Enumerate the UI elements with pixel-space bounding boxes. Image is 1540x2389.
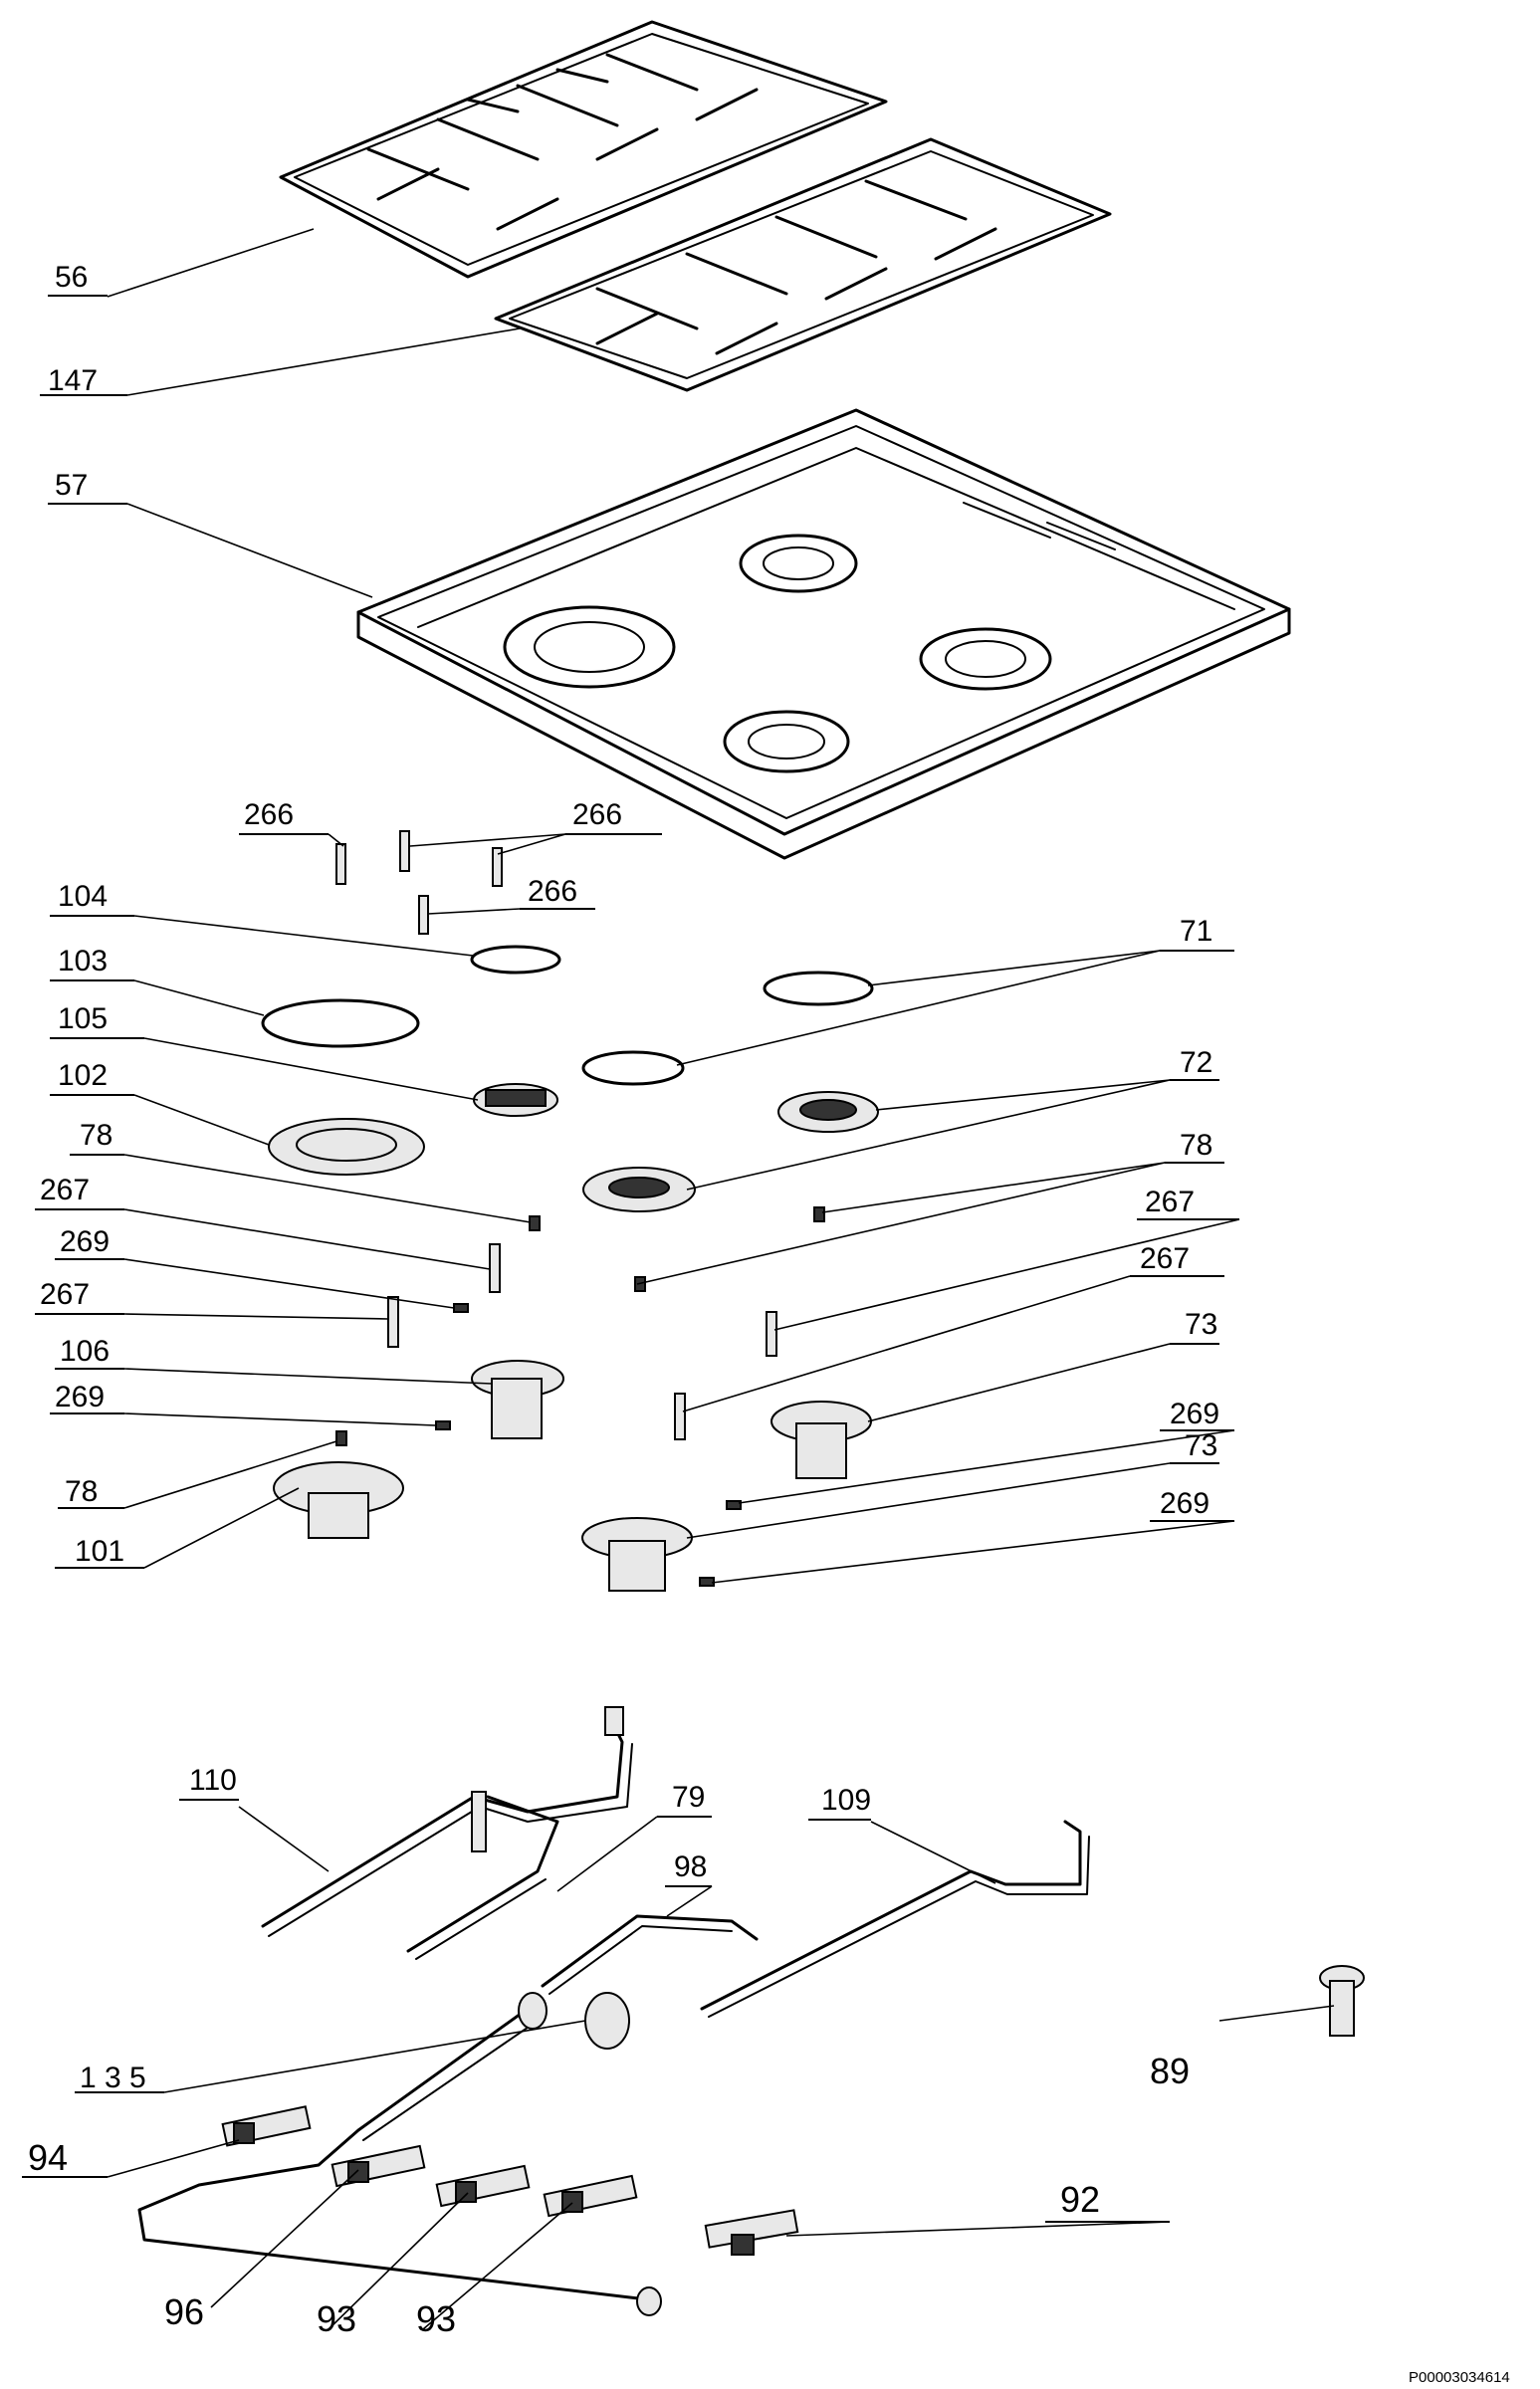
pan-support-left <box>279 20 888 279</box>
label-105: 105 <box>58 1002 108 1035</box>
gas-pipe-79 <box>406 1795 559 1960</box>
spring-269-a <box>453 1303 469 1313</box>
label-267-a: 267 <box>40 1174 90 1206</box>
label-71: 71 <box>1180 915 1212 948</box>
pan-support-right <box>494 137 1112 392</box>
bolt-266-d <box>418 895 429 935</box>
label-73-a: 73 <box>1185 1308 1217 1341</box>
document-code: P00003034614 <box>1409 2369 1510 2386</box>
burner-cap-104 <box>470 945 561 975</box>
label-266-a: 266 <box>244 798 294 831</box>
label-89: 89 <box>1150 2051 1190 2091</box>
burner-body-101 <box>273 1461 404 1539</box>
burner-cap-71a <box>763 971 874 1006</box>
leader-lines <box>107 228 1335 2330</box>
label-104: 104 <box>58 880 108 913</box>
burner-cap-71b <box>581 1050 685 1086</box>
part-labels: 56 147 57 266 266 266 104 103 105 102 78… <box>22 261 1510 2386</box>
gas-valve-93a <box>435 2164 531 2208</box>
elbow-connector-135 <box>584 1992 630 2050</box>
label-73-b: 73 <box>1185 1429 1217 1462</box>
label-266-b: 266 <box>572 798 622 831</box>
spring-269-d <box>699 1577 715 1587</box>
gas-pipe-98 <box>541 1914 759 1995</box>
burner-cap-103 <box>261 998 420 1048</box>
label-72: 72 <box>1180 1046 1212 1079</box>
label-269-c: 269 <box>1170 1398 1219 1430</box>
thermocouple-267-d <box>674 1393 686 1440</box>
label-267-b: 267 <box>40 1278 90 1311</box>
label-79: 79 <box>672 1781 705 1814</box>
label-98: 98 <box>674 1850 707 1883</box>
label-135: 1 3 5 <box>80 2062 146 2094</box>
manifold-pipe <box>137 1992 662 2316</box>
burner-head-72a <box>777 1091 879 1133</box>
label-94: 94 <box>28 2137 68 2178</box>
label-269-d: 269 <box>1160 1487 1210 1520</box>
label-266-c: 266 <box>528 875 577 908</box>
electrode-78-c <box>813 1206 825 1222</box>
burner-body-106 <box>471 1360 564 1439</box>
label-103: 103 <box>58 945 108 977</box>
gas-valve-96 <box>330 2144 426 2188</box>
electrode-78-a <box>529 1215 541 1231</box>
gas-valve-93b <box>543 2174 638 2218</box>
burner-head-72b <box>582 1167 696 1212</box>
label-96: 96 <box>164 2291 204 2332</box>
label-101: 101 <box>75 1535 124 1568</box>
label-78-b: 78 <box>65 1475 98 1508</box>
bolt-266-c <box>492 847 503 887</box>
cooktop-top-plate <box>356 408 1291 860</box>
burner-head-105 <box>473 1083 558 1117</box>
spring-269-c <box>726 1500 742 1510</box>
label-147: 147 <box>48 364 98 397</box>
label-267-c: 267 <box>1145 1186 1195 1218</box>
label-102: 102 <box>58 1059 108 1092</box>
burner-head-102 <box>268 1118 425 1176</box>
bolt-266-a <box>335 843 346 885</box>
thermocouple-267-b <box>387 1296 399 1348</box>
label-93-b: 93 <box>416 2298 456 2339</box>
thermocouple-267-c <box>766 1311 777 1357</box>
gas-pipe-109 <box>700 1820 1090 2018</box>
gas-nozzle-89 <box>1319 1965 1365 2037</box>
label-269-a: 269 <box>60 1225 110 1258</box>
gas-valve-94 <box>221 2105 312 2147</box>
label-269-b: 269 <box>55 1381 105 1413</box>
label-56: 56 <box>55 261 88 294</box>
burner-body-73b <box>581 1517 693 1592</box>
gas-valve-92 <box>704 2209 799 2256</box>
bolt-266-b <box>399 830 410 872</box>
spring-269-b <box>435 1420 451 1430</box>
thermocouple-267-a <box>489 1243 501 1293</box>
burner-body-73a <box>770 1401 872 1479</box>
label-78-c: 78 <box>1180 1129 1212 1162</box>
label-106: 106 <box>60 1335 110 1368</box>
electrode-78-b <box>335 1430 347 1446</box>
label-57: 57 <box>55 469 88 502</box>
label-93-a: 93 <box>317 2298 356 2339</box>
label-92: 92 <box>1060 2179 1100 2220</box>
gas-pipe-110 <box>261 1706 633 1937</box>
label-78-a: 78 <box>80 1119 112 1152</box>
label-267-d: 267 <box>1140 1242 1190 1275</box>
label-110: 110 <box>189 1764 237 1797</box>
label-109: 109 <box>821 1784 871 1817</box>
